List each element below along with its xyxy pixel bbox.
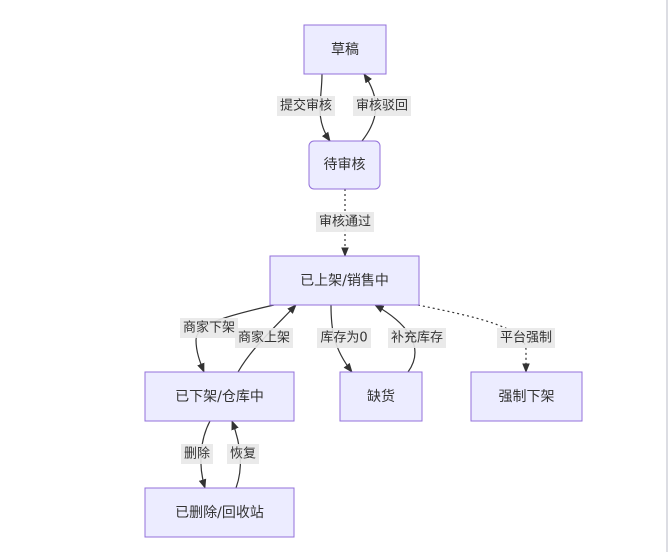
edge-label-restock-text: 补充库存	[391, 330, 443, 346]
canvas-right-border	[666, 0, 668, 552]
edge-label-platform-force: 平台强制	[497, 328, 555, 348]
edge-label-restore-text: 恢复	[230, 447, 256, 462]
edge-label-delete: 删除	[181, 444, 213, 464]
node-draft: 草稿	[303, 24, 387, 75]
node-forced-off-label: 强制下架	[499, 389, 555, 405]
edge-label-merchant-off-text: 商家下架	[183, 320, 235, 336]
node-out-of-stock-label: 缺货	[367, 388, 395, 405]
edge-label-reject-text: 审核驳回	[356, 99, 408, 114]
node-on-sale: 已上架/销售中	[269, 255, 420, 306]
edge-label-merchant-on-text: 商家上架	[238, 330, 290, 346]
edge-label-approve: 审核通过	[316, 212, 374, 232]
edge-label-approve-text: 审核通过	[319, 215, 371, 230]
node-draft-label: 草稿	[331, 42, 359, 58]
node-off-shelf-label: 已下架/仓库中	[175, 389, 264, 405]
node-pending-label: 待审核	[324, 157, 366, 173]
node-deleted: 已删除/回收站	[144, 487, 295, 538]
node-deleted-label: 已删除/回收站	[175, 505, 264, 521]
node-on-sale-label: 已上架/销售中	[300, 273, 389, 289]
edge-label-merchant-on: 商家上架	[235, 328, 293, 348]
edge-label-stock-zero: 库存为0	[317, 328, 371, 348]
edge-label-restore: 恢复	[227, 444, 259, 464]
edge-label-submit-text: 提交审核	[280, 98, 332, 114]
edge-label-delete-text: 删除	[184, 447, 210, 462]
edge-label-merchant-off: 商家下架	[180, 318, 238, 338]
edge-label-platform-force-text: 平台强制	[500, 331, 552, 346]
node-out-of-stock: 缺货	[339, 371, 423, 422]
edge-label-submit: 提交审核	[277, 96, 335, 116]
node-forced-off: 强制下架	[470, 371, 583, 422]
node-pending: 待审核	[308, 140, 381, 190]
edge-label-stock-zero-text: 库存为0	[320, 330, 367, 346]
node-off-shelf: 已下架/仓库中	[144, 371, 295, 422]
edge-label-restock: 补充库存	[388, 328, 446, 348]
edge-merchant-off	[195, 304, 275, 373]
edge-label-reject: 审核驳回	[353, 96, 411, 116]
